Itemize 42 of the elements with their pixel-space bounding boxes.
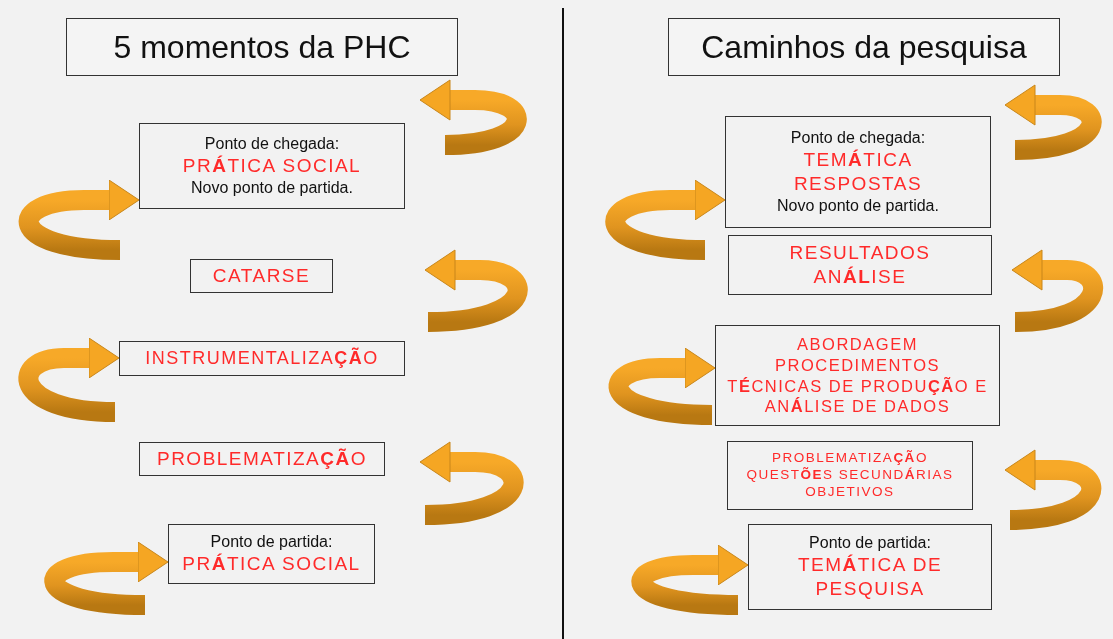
stage-label: INSTRUMENTALIZAÇÃO bbox=[145, 347, 379, 370]
title-box bbox=[66, 18, 458, 76]
stage-label: PROBLEMATIZAÇÃO bbox=[772, 450, 928, 467]
text-box bbox=[748, 524, 992, 610]
stage-label: PRÁTICA SOCIAL bbox=[182, 154, 362, 178]
curved-arrow bbox=[608, 347, 716, 425]
stage-label: ABORDAGEM bbox=[797, 334, 918, 355]
stage-label: TEMÁTICA bbox=[803, 148, 913, 172]
caption-text: Ponto de chegada: bbox=[790, 128, 926, 149]
stage-label: PROBLEMATIZAÇÃO bbox=[156, 447, 368, 471]
text-box bbox=[190, 259, 333, 293]
curved-arrow bbox=[631, 544, 749, 615]
stage-label: ANÁLISE bbox=[813, 265, 907, 289]
curved-arrow bbox=[19, 179, 140, 260]
stage-label: CATARSE bbox=[212, 264, 311, 288]
stage-label: OBJETIVOS bbox=[805, 483, 895, 501]
text-box bbox=[715, 325, 1000, 426]
caption-text: Ponto de partida: bbox=[210, 532, 333, 553]
text-box bbox=[168, 524, 375, 584]
stage-label: PROCEDIMENTOS bbox=[775, 354, 940, 376]
caption-text: Ponto de partida: bbox=[809, 533, 931, 554]
stage-label: PRÁTICA SOCIAL bbox=[182, 552, 361, 576]
stage-label: QUESTÕES SECUNDÁRIAS bbox=[746, 467, 954, 484]
text-box bbox=[139, 123, 405, 209]
title: 5 momentos da PHC bbox=[113, 28, 411, 67]
title-box bbox=[668, 18, 1060, 76]
text-box bbox=[119, 341, 405, 376]
stage-label: TEMÁTICA DE PESQUISA bbox=[796, 553, 944, 601]
stage-label: RESPOSTAS bbox=[793, 172, 923, 196]
caption-text: Novo ponto de partida. bbox=[777, 195, 939, 216]
text-box bbox=[727, 441, 973, 510]
curved-arrow bbox=[18, 337, 120, 422]
stage-label: TÉCNICAS DE PRODUÇÃO E ANÁLISE DE DADOS bbox=[726, 375, 989, 417]
caption-text: Novo ponto de partida. bbox=[191, 177, 353, 198]
curved-arrow bbox=[605, 179, 726, 260]
curved-arrow bbox=[44, 541, 169, 615]
text-box bbox=[139, 442, 385, 476]
caption-text: Ponto de chegada: bbox=[204, 134, 340, 155]
title: Caminhos da pesquisa bbox=[701, 28, 1027, 67]
stage-label: RESULTADOS bbox=[789, 241, 931, 265]
text-box bbox=[725, 116, 991, 228]
text-box bbox=[728, 235, 992, 295]
